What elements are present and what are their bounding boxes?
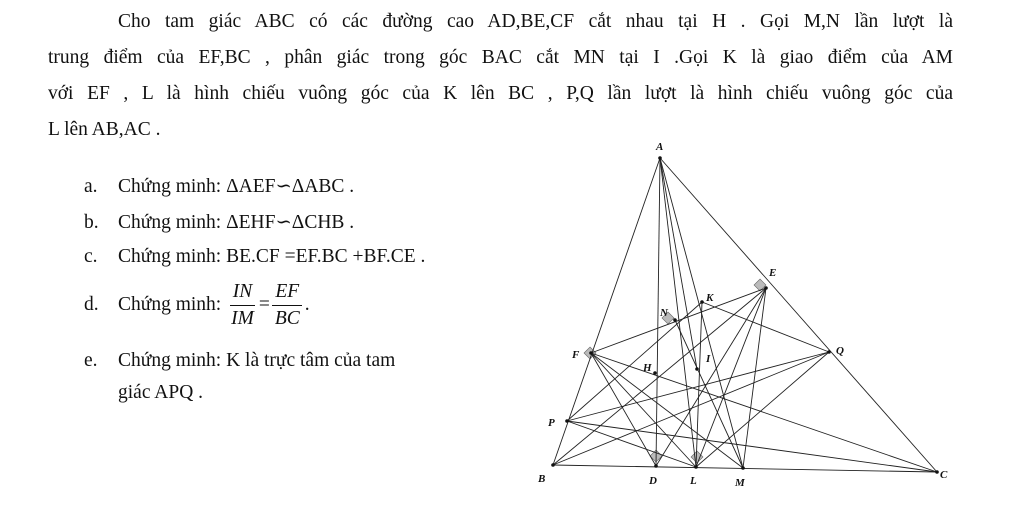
fraction-numerator: IN <box>229 281 256 306</box>
point-label-f: F <box>571 349 580 361</box>
point-label-e: E <box>768 267 776 279</box>
point-n <box>673 318 677 322</box>
period: . <box>304 293 310 315</box>
item-text: Chứng minh: BE.CF =EF.BC +BF.CE . <box>118 246 426 267</box>
segment-fd <box>590 352 657 467</box>
problem-line-4: L lên AB,AC . <box>48 119 161 140</box>
segment-bq <box>552 351 830 466</box>
point-label-p: P <box>548 417 555 429</box>
item-label: e. <box>84 350 98 371</box>
point-l <box>694 465 698 469</box>
point-m <box>741 466 745 470</box>
point-label-b: B <box>537 473 545 485</box>
segment-fm <box>590 352 744 469</box>
point-c <box>935 470 939 474</box>
item-e: e. Chứng minh: K là trực tâm của tam <box>84 350 395 372</box>
point-label-i: I <box>705 353 711 365</box>
problem-line-1: Cho tam giác ABC có các đường cao AD,BE,… <box>118 11 953 32</box>
segment-cf <box>590 352 938 473</box>
fraction-denominator: IM <box>231 308 254 329</box>
segment-ai <box>659 157 698 370</box>
item-b: b. Chứng minh: ΔEHF∽ΔCHB . <box>84 210 354 234</box>
segment-em <box>742 287 767 469</box>
point-label-c: C <box>940 469 948 481</box>
right-angle-mark-e <box>753 278 767 292</box>
point-label-n: N <box>659 307 669 319</box>
problem-line-3: với EF , L là hình chiếu vuông góc của K… <box>48 83 953 104</box>
item-text: Chứng minh: ΔAEF∽ΔABC . <box>118 176 355 197</box>
point-q <box>827 350 831 354</box>
point-i <box>695 367 699 371</box>
point-label-q: Q <box>836 345 844 357</box>
segment-kl <box>695 301 703 468</box>
segment-cp <box>566 420 938 473</box>
item-a: a. Chứng minh: ΔAEF∽ΔABC . <box>84 174 354 198</box>
equals-sign: = <box>258 293 270 315</box>
item-e-continuation: giác APQ . <box>118 382 204 403</box>
point-label-h: H <box>642 362 652 374</box>
item-text: Chứng minh: K là trực tâm của tam <box>118 350 396 371</box>
item-d: d. Chứng minh: IN IM = EF BC . <box>84 281 310 330</box>
point-label-l: L <box>689 475 697 487</box>
item-label: a. <box>84 176 98 197</box>
segment-lp <box>566 420 697 468</box>
point-d <box>654 464 658 468</box>
problem-statement: Cho tam giác ABC có các đường cao AD,BE,… <box>48 4 953 148</box>
segment-bc <box>552 464 938 473</box>
point-a <box>658 156 662 160</box>
point-label-d: D <box>648 475 657 487</box>
segment-al <box>659 157 697 468</box>
fraction-numerator: EF <box>272 281 303 306</box>
item-label: c. <box>84 246 98 267</box>
segment-ad <box>655 157 661 467</box>
point-b <box>551 463 555 467</box>
segment-lq <box>695 351 830 468</box>
item-label: d. <box>84 293 99 315</box>
geometry-figure: A B C D E F H M N I K L P Q <box>537 141 948 489</box>
item-c: c. Chứng minh: BE.CF =EF.BC +BF.CE . <box>84 246 425 268</box>
point-p <box>565 419 569 423</box>
fraction-ef-bc: EF BC <box>272 281 303 330</box>
item-label: b. <box>84 212 99 233</box>
segment-ed <box>655 287 767 467</box>
item-text: Chứng minh: <box>118 293 222 315</box>
segment-fl <box>590 352 697 468</box>
segment-pk <box>566 301 703 422</box>
segment-qk <box>701 301 830 353</box>
point-label-k: K <box>705 292 714 304</box>
segment-el <box>695 287 767 468</box>
point-label-a: A <box>655 141 663 153</box>
problem-line-2: trung điểm của EF,BC , phân giác trong g… <box>48 47 953 68</box>
item-text: Chứng minh: ΔEHF∽ΔCHB . <box>118 212 355 233</box>
fraction-in-im: IN IM <box>228 281 257 330</box>
segment-ca <box>659 157 938 473</box>
point-e <box>764 286 768 290</box>
fraction-denominator: BC <box>274 308 300 329</box>
segment-ab <box>552 157 661 466</box>
point-h <box>653 371 657 375</box>
point-k <box>700 300 704 304</box>
point-f <box>589 351 593 355</box>
point-label-m: M <box>734 477 746 489</box>
segment-pq <box>566 351 830 422</box>
